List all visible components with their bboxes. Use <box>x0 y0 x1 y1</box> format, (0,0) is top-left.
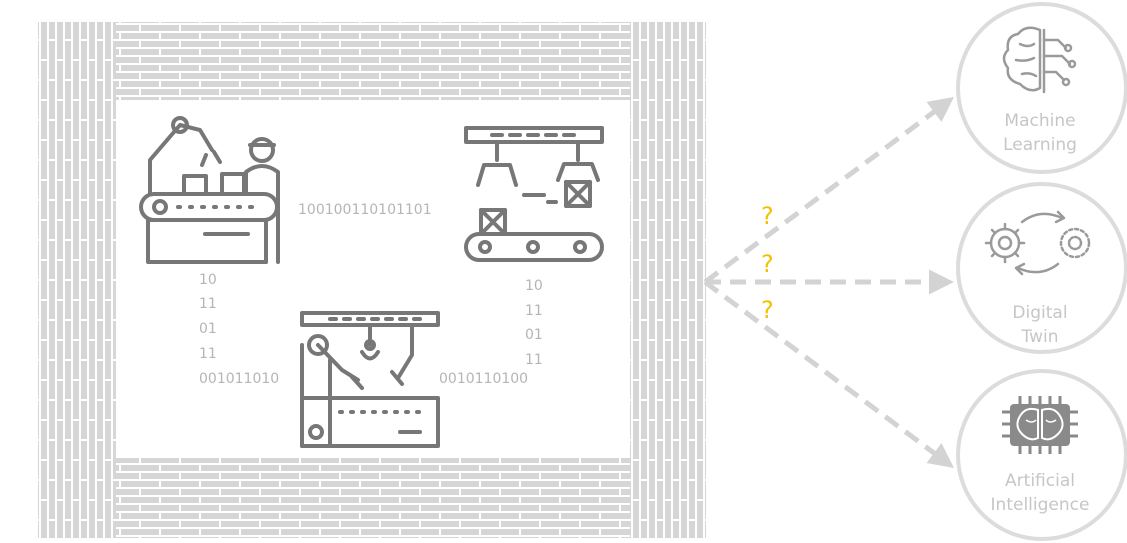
binary-data: 100100110101101 10 11 01 11 001011010 10… <box>199 202 543 387</box>
wall-left <box>38 22 116 538</box>
binary-left-5: 001011010 <box>199 371 279 387</box>
binary-left-2: 11 <box>199 296 217 312</box>
robot-worker-conveyor-icon <box>139 116 280 264</box>
target-digital-twin: Digital Twin <box>956 182 1127 354</box>
factory-floor <box>116 100 630 458</box>
target-label-line1: Machine <box>1004 111 1075 131</box>
target-label-line2: Twin <box>1021 327 1059 347</box>
arrows <box>703 97 955 468</box>
binary-right-3: 01 <box>525 327 543 343</box>
binary-right-bottom: 0010110100 <box>439 371 528 387</box>
binary-right-1: 10 <box>525 278 543 294</box>
question-mark-1: ? <box>761 202 774 230</box>
target-artificial-intelligence: Artificial Intelligence <box>956 369 1127 541</box>
target-label-line2: Intelligence <box>991 495 1090 515</box>
ai-chip-icon <box>1002 396 1078 454</box>
binary-left-4: 11 <box>199 346 217 362</box>
binary-right-2: 11 <box>525 303 543 319</box>
target-label-line2: Learning <box>1003 135 1077 155</box>
target-label-line1: Artificial <box>1005 471 1075 491</box>
question-mark-3: ? <box>761 296 774 324</box>
binary-left-3: 01 <box>199 321 217 337</box>
brick-wall <box>38 22 706 538</box>
binary-top-middle: 100100110101101 <box>298 202 432 218</box>
arrow-to-machine-learning <box>703 97 955 285</box>
crane-conveyor-icon <box>464 126 604 262</box>
gears-icon <box>984 210 1091 276</box>
brain-icon <box>1002 26 1077 94</box>
binary-left-1: 10 <box>199 272 217 288</box>
robotic-arms-assembly-icon <box>300 311 440 448</box>
question-mark-2: ? <box>761 250 774 278</box>
binary-right-4: 11 <box>525 352 543 368</box>
wall-right <box>630 22 706 538</box>
wall-bottom <box>116 458 630 538</box>
wall-top <box>116 22 630 100</box>
target-machine-learning: Machine Learning <box>956 2 1127 174</box>
arrow-to-artificial-intelligence <box>703 279 955 468</box>
target-label-line1: Digital <box>1012 303 1067 323</box>
